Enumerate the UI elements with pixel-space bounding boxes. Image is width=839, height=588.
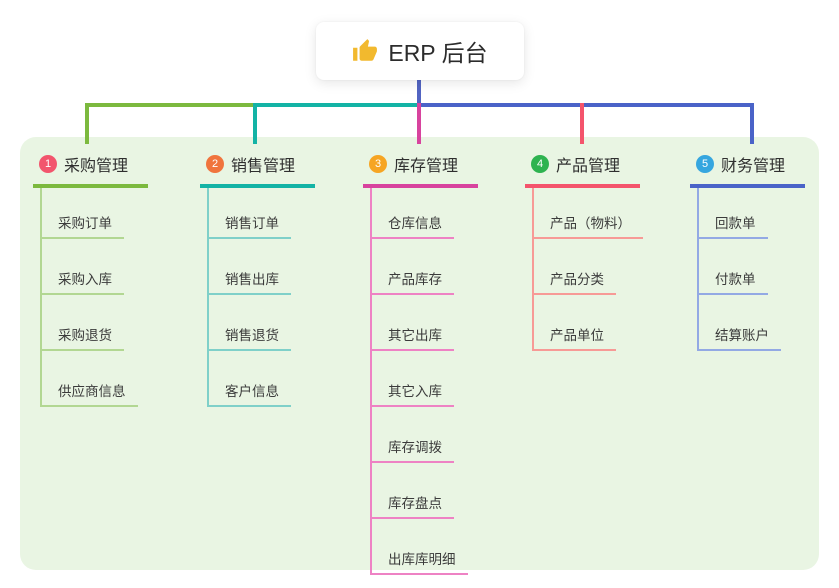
child-label: 库存盘点 [388, 496, 442, 511]
child-label: 客户信息 [225, 384, 279, 399]
child-label: 销售出库 [225, 272, 279, 287]
child-node[interactable]: 销售订单 [209, 188, 291, 239]
branch-sales: 2 销售管理销售订单销售出库销售退货客户信息 [200, 146, 315, 407]
child-label: 其它出库 [388, 328, 442, 343]
branch-number-badge: 1 [39, 155, 57, 173]
branch-children-sales: 销售订单销售出库销售退货客户信息 [207, 188, 315, 407]
branch-drop-line-purchase [85, 103, 89, 144]
child-node[interactable]: 仓库信息 [372, 188, 454, 239]
branch-label: 财务管理 [721, 158, 786, 175]
branch-label: 库存管理 [394, 158, 459, 175]
branch-children-inventory: 仓库信息产品库存其它出库其它入库库存调拨库存盘点出库库明细 [370, 188, 478, 575]
connector-bar-segment-green [85, 103, 255, 107]
branch-number-badge: 2 [206, 155, 224, 173]
branch-children-product: 产品（物料） 产品分类产品单位 [532, 188, 643, 351]
child-label: 付款单 [715, 272, 756, 287]
child-node[interactable]: 其它出库 [372, 295, 454, 351]
child-node[interactable]: 销售出库 [209, 239, 291, 295]
child-node[interactable]: 客户信息 [209, 351, 291, 407]
branch-drop-line-sales [253, 103, 257, 144]
child-label: 产品单位 [550, 328, 604, 343]
connector-bar-segment-blue [417, 103, 754, 107]
branch-header-purchase[interactable]: 1 采购管理 [33, 146, 148, 188]
child-node[interactable]: 采购入库 [42, 239, 124, 295]
child-node[interactable]: 库存调拨 [372, 407, 454, 463]
root-connector-line [417, 80, 421, 104]
child-node[interactable]: 产品单位 [534, 295, 616, 351]
child-label: 库存调拨 [388, 440, 442, 455]
child-node[interactable]: 库存盘点 [372, 463, 454, 519]
branch-product: 4 产品管理产品（物料） 产品分类产品单位 [525, 146, 643, 351]
root-node[interactable]: ERP 后台 [316, 22, 524, 80]
branches-panel [20, 137, 819, 570]
branch-children-finance: 回款单付款单结算账户 [697, 188, 805, 351]
child-label: 产品库存 [388, 272, 442, 287]
root-label: ERP 后台 [388, 40, 488, 66]
branch-header-inventory[interactable]: 3 库存管理 [363, 146, 478, 188]
child-node[interactable]: 其它入库 [372, 351, 454, 407]
branch-number-badge: 3 [369, 155, 387, 173]
child-node[interactable]: 供应商信息 [42, 351, 138, 407]
child-label: 结算账户 [715, 328, 769, 343]
child-node[interactable]: 回款单 [699, 188, 768, 239]
child-node[interactable]: 出库库明细 [372, 519, 468, 575]
child-label: 产品分类 [550, 272, 604, 287]
branch-header-sales[interactable]: 2 销售管理 [200, 146, 315, 188]
child-node[interactable]: 销售退货 [209, 295, 291, 351]
branch-label: 采购管理 [64, 158, 129, 175]
branch-inventory: 3 库存管理仓库信息产品库存其它出库其它入库库存调拨库存盘点出库库明细 [363, 146, 478, 575]
child-label: 出库库明细 [388, 552, 456, 567]
branch-drop-line-product [580, 103, 584, 144]
child-node[interactable]: 产品库存 [372, 239, 454, 295]
thumbs-up-icon [352, 38, 378, 64]
branch-header-finance[interactable]: 5 财务管理 [690, 146, 805, 188]
child-label: 回款单 [715, 216, 756, 231]
branch-children-purchase: 采购订单采购入库采购退货供应商信息 [40, 188, 148, 407]
branch-label: 产品管理 [556, 158, 621, 175]
branch-drop-line-inventory [417, 103, 421, 144]
child-node[interactable]: 采购退货 [42, 295, 124, 351]
branch-header-product[interactable]: 4 产品管理 [525, 146, 640, 188]
branch-finance: 5 财务管理回款单付款单结算账户 [690, 146, 805, 351]
child-label: 销售订单 [225, 216, 279, 231]
child-node[interactable]: 采购订单 [42, 188, 124, 239]
child-label: 销售退货 [225, 328, 279, 343]
branch-number-badge: 5 [696, 155, 714, 173]
child-node[interactable]: 结算账户 [699, 295, 781, 351]
child-label: 仓库信息 [388, 216, 442, 231]
branch-number-badge: 4 [531, 155, 549, 173]
branch-label: 销售管理 [231, 158, 296, 175]
branch-drop-line-finance [750, 103, 754, 144]
child-node[interactable]: 产品（物料） [534, 188, 643, 239]
child-label: 其它入库 [388, 384, 442, 399]
child-label: 采购订单 [58, 216, 112, 231]
branch-purchase: 1 采购管理采购订单采购入库采购退货供应商信息 [33, 146, 148, 407]
child-label: 采购入库 [58, 272, 112, 287]
child-node[interactable]: 付款单 [699, 239, 768, 295]
child-label: 供应商信息 [58, 384, 126, 399]
child-label: 产品（物料） [550, 216, 631, 231]
child-node[interactable]: 产品分类 [534, 239, 616, 295]
connector-bar-segment-teal [253, 103, 419, 107]
child-label: 采购退货 [58, 328, 112, 343]
